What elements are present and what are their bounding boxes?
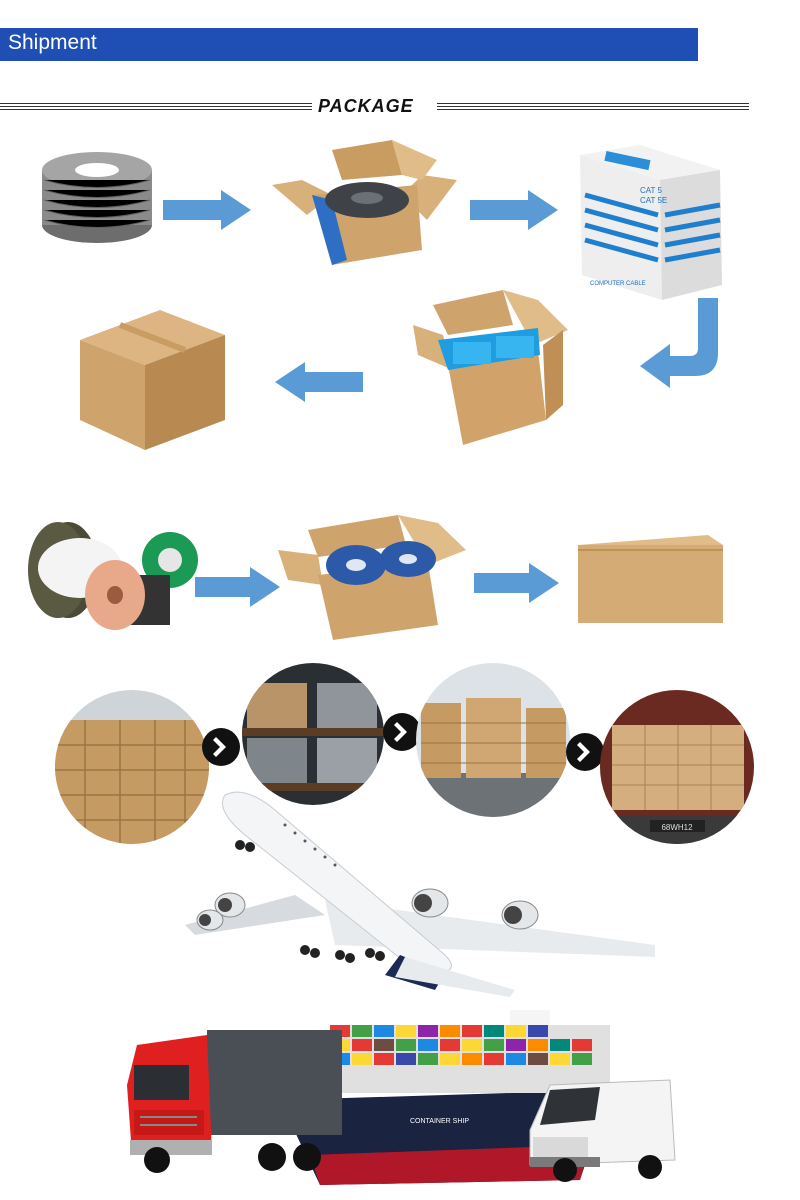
red-truck-image: [127, 1030, 342, 1173]
divider-left: [0, 103, 312, 110]
ship-hull-label: CONTAINER SHIP: [410, 1118, 469, 1125]
arrow-right-icon: [163, 190, 251, 230]
cable-coil-image: [42, 152, 152, 243]
airplane-image: [185, 791, 655, 997]
cable-box-label-1: CAT 5: [640, 186, 662, 195]
warehouse-photo-1: [55, 690, 209, 844]
curved-arrow-down-left-icon: [640, 298, 718, 388]
container-plate: 68WH12: [661, 823, 693, 832]
chevron-right-icon: [202, 728, 240, 766]
open-carton-blue-boxes-image: [413, 290, 568, 445]
cable-box-label-2: CAT 5E: [640, 196, 667, 205]
container-loading-photo: 68WH12: [600, 690, 754, 844]
warehouse-photo-3: [416, 663, 570, 817]
divider-right: [437, 103, 749, 110]
arrow-right-icon: [470, 190, 558, 230]
container-ship-image: CONTAINER SHIP: [280, 1010, 610, 1185]
cable-box-image: CAT 5 CAT 5E COMPUTER CABLE: [580, 145, 722, 300]
cable-spools-image: [28, 522, 198, 630]
closed-box-image: [578, 535, 723, 623]
header-bar: [0, 28, 698, 61]
arrow-right-icon: [474, 563, 559, 603]
open-box-spools-image: [278, 515, 466, 640]
page-title: Shipment: [8, 31, 97, 54]
arrow-left-icon: [275, 362, 363, 402]
white-van-image: [529, 1079, 676, 1182]
cable-box-side-label: COMPUTER CABLE: [590, 281, 646, 287]
warehouse-photo-2: [242, 663, 384, 805]
arrow-right-icon: [195, 567, 280, 607]
chevron-right-icon: [566, 733, 604, 771]
chevron-right-icon: [383, 713, 421, 751]
section-title: PACKAGE: [318, 96, 414, 116]
open-box-coil-image: [272, 140, 457, 265]
closed-carton-image: [80, 310, 225, 450]
